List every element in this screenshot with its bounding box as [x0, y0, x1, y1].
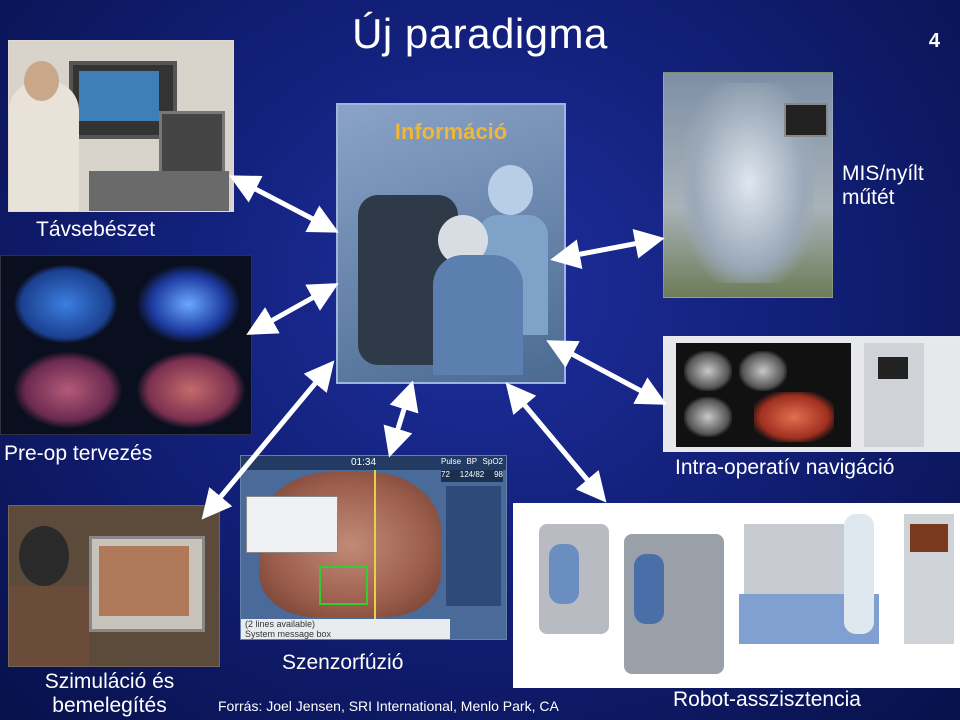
simulation-photo	[8, 505, 220, 667]
caption-mis-line1: MIS/nyílt	[842, 162, 924, 185]
message-line-1: (2 lines available)	[245, 619, 316, 629]
center-label: Információ	[394, 119, 508, 144]
source-credit: Forrás: Joel Jensen, SRI International, …	[218, 698, 559, 714]
preop-planning-images	[0, 255, 252, 435]
caption-mis-line2: műtét	[842, 186, 895, 210]
mis-surgery-photo	[663, 72, 833, 298]
vital-value: 98	[494, 470, 503, 479]
caption-simulation-line2: bemelegítés	[52, 694, 167, 718]
caption-simulation-line1: Szimuláció és	[44, 670, 175, 693]
caption-intraop-nav: Intra-operatív navigáció	[675, 456, 895, 479]
vital-label: BP	[466, 457, 478, 466]
page-number: 4	[928, 30, 940, 52]
telesurgery-photo	[8, 40, 234, 212]
slide-title: Új paradigma	[352, 10, 608, 57]
message-line-2: System message box	[245, 629, 332, 639]
caption-sensor-fusion: Szenzorfúzió	[282, 651, 404, 674]
arrow-mis	[550, 228, 665, 270]
vital-label: SpO2	[482, 457, 503, 466]
center-info-image: Információ	[336, 103, 566, 384]
caption-telesurgery: Távsebészet	[36, 218, 156, 241]
robot-assistance-photo	[513, 503, 960, 688]
caption-preop: Pre-op tervezés	[4, 442, 153, 465]
vital-value: 72	[441, 470, 450, 479]
monitor-time: 01:34	[351, 457, 377, 468]
arrow-preop	[246, 283, 339, 335]
caption-robot: Robot-asszisztencia	[673, 688, 861, 711]
arrow-robot	[505, 382, 607, 503]
vital-value: 124/82	[459, 470, 485, 479]
vital-label: Pulse	[441, 457, 462, 466]
arrow-intraop	[546, 340, 667, 405]
arrow-telesurgery	[229, 175, 339, 233]
caption-mis: MIS/nyílt műtét	[842, 162, 957, 210]
arrow-simulation	[201, 360, 335, 520]
caption-simulation: Szimuláció és bemelegítés	[22, 670, 197, 718]
intraop-navigation-photo	[663, 336, 960, 452]
arrow-sensor-fusion	[383, 380, 419, 458]
sensor-fusion-screen: 01:34 Pulse BP SpO2 72 124/82 98 (2 line…	[240, 455, 507, 640]
